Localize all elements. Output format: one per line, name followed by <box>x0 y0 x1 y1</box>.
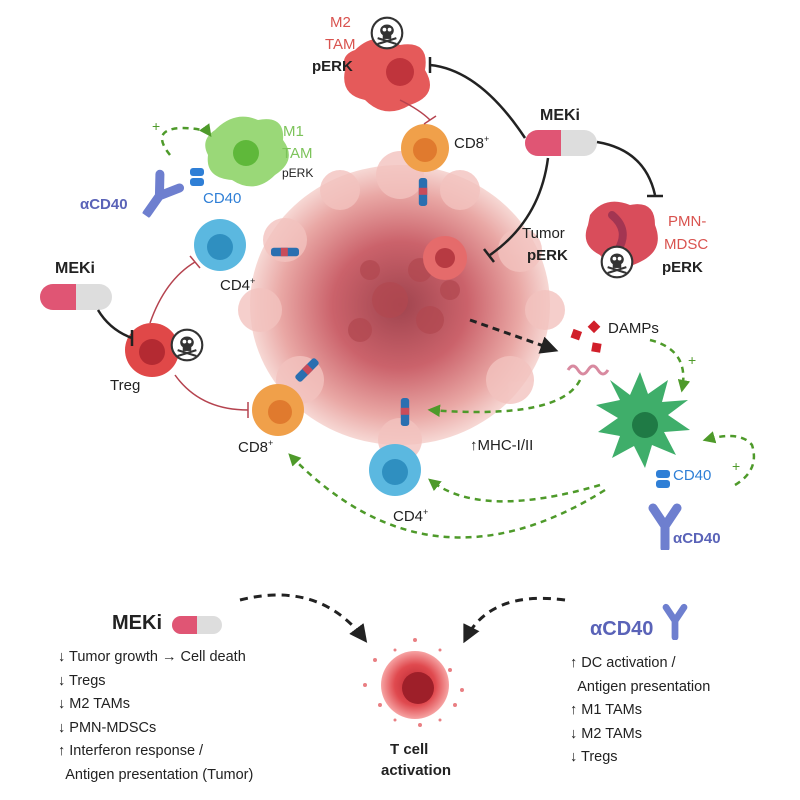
meki-inhibition-lines <box>96 57 663 346</box>
cd8-bottom-label: CD8+ <box>238 438 274 456</box>
acd40-right-label: αCD40 <box>673 530 721 547</box>
t-cell-label-line1: T cell <box>390 741 429 758</box>
m2-tam-label-line2: TAM <box>325 36 356 53</box>
list-item: ↓ PMN-MDSCs <box>58 719 157 736</box>
list-item: ↓ Tregs <box>570 749 618 765</box>
summary-meki-title: MEKi <box>112 612 162 634</box>
meki-pill-left <box>40 284 112 310</box>
treg-skull-icon <box>170 328 204 362</box>
pmn-skull-icon <box>600 245 634 279</box>
summary-acd40-list: ↑ DC activation / Antigen presentation ↑… <box>570 652 710 770</box>
m1-tam-cell <box>205 116 289 187</box>
plus-sign-damps: + <box>688 352 697 368</box>
summary-meki-list: ↓ Tumor growth → Cell death ↓ Tregs ↓ M2… <box>58 646 253 787</box>
m2-perk-label: pERK <box>312 58 353 75</box>
plus-sign-m1: + <box>152 118 161 134</box>
meki-right-label: MEKi <box>540 107 580 124</box>
list-item: ↑ M1 TAMs <box>570 702 642 718</box>
meki-pill-right <box>525 130 597 156</box>
cd40-m1-label: CD40 <box>203 190 242 207</box>
treg-cell <box>125 323 179 377</box>
list-item: ↓ Tumor growth → Cell death <box>58 649 246 665</box>
m2-tam-cell <box>343 38 430 112</box>
pmn-perk-label: pERK <box>662 259 703 276</box>
m1-tam-label-line1: M1 <box>283 123 304 140</box>
list-item: Antigen presentation <box>570 678 711 695</box>
list-item: ↑ Interferon response / <box>58 743 204 759</box>
cd40-dc-label: CD40 <box>673 467 712 484</box>
t-cell-label-line2: activation <box>381 762 452 779</box>
list-item: ↓ M2 TAMs <box>58 696 130 712</box>
m2-skull-icon <box>370 16 404 50</box>
list-item: ↑ DC activation / <box>570 655 676 671</box>
meki-left-label: MEKi <box>55 260 95 277</box>
summary-meki-pill <box>172 616 222 634</box>
pmn-mdsc-label-line1: PMN- <box>668 213 707 230</box>
damps-label: DAMPs <box>608 320 659 337</box>
tumor-perk-label: pERK <box>527 247 568 264</box>
damps-particles <box>566 320 610 376</box>
cd4-bottom-cell <box>369 444 421 496</box>
summary-antibody-icon <box>666 607 684 637</box>
cd40-receptor-m1 <box>190 168 204 186</box>
cd4-bottom-label: CD4+ <box>393 507 429 525</box>
m1-tam-label-line2: TAM <box>282 145 313 162</box>
summary-arrows <box>239 593 566 644</box>
treg-label: Treg <box>110 377 141 394</box>
acd40-left-label: αCD40 <box>80 196 128 213</box>
list-item: ↓ Tregs <box>58 672 106 689</box>
cd8-top-label: CD8+ <box>454 134 490 152</box>
m1-perk-label: pERK <box>282 166 314 180</box>
green-activation-arrows <box>160 123 756 539</box>
cd4-mid-label: CD4+ <box>220 276 256 294</box>
mhc-label: ↑MHC-I/II <box>470 437 534 454</box>
tumor-to-damps-arrow <box>469 318 559 354</box>
cd4-mid-cell <box>194 219 246 271</box>
cd40-receptor-dc <box>656 470 670 488</box>
t-cell-activation-cell <box>363 638 464 727</box>
antibody-icon-left <box>137 174 180 221</box>
m2-tam-label-line1: M2 <box>330 14 351 31</box>
list-item: ↓ M2 TAMs <box>570 725 642 742</box>
cd8-top-cell <box>401 124 449 172</box>
dendritic-cell <box>596 372 690 468</box>
tumor-label: Tumor <box>522 225 565 242</box>
plus-sign-dc: + <box>732 458 741 474</box>
red-inhibition-lines <box>149 99 437 418</box>
summary-acd40-title: αCD40 <box>590 618 654 640</box>
pmn-mdsc-label-line2: MDSC <box>664 236 709 253</box>
list-item: Antigen presentation (Tumor) <box>58 766 254 783</box>
cd8-bottom-cell <box>252 384 304 436</box>
